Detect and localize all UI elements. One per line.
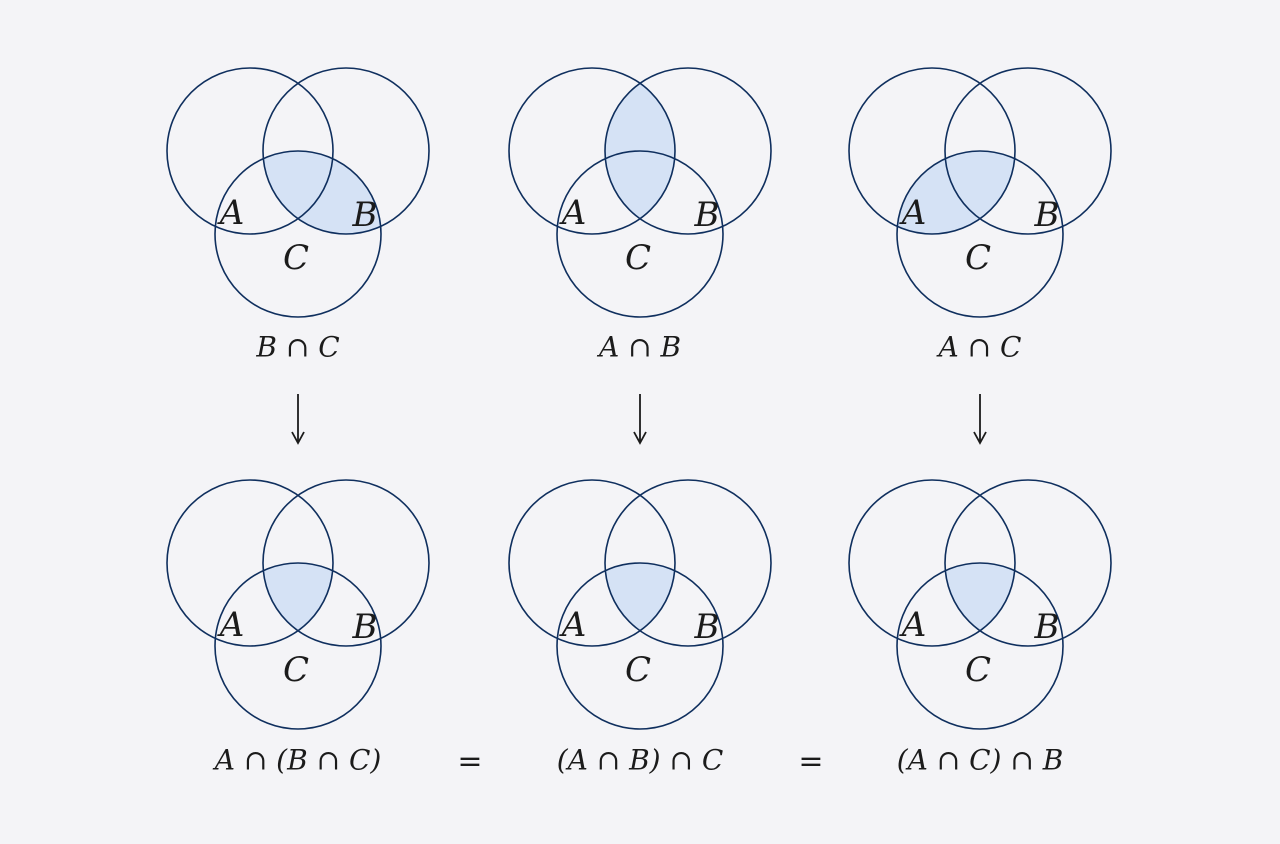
intersection-shade — [897, 563, 1015, 646]
intersection-shade — [897, 151, 1015, 234]
circle-a — [508, 67, 676, 235]
intersection-shade — [215, 563, 333, 646]
set-label-b: B — [352, 195, 378, 235]
circle-c — [214, 562, 382, 730]
circle-c — [556, 562, 724, 730]
caption-top-2: A ∩ B — [596, 331, 681, 364]
set-label-a: A — [217, 193, 245, 233]
circle-c — [556, 150, 724, 318]
set-label-b: B — [352, 607, 378, 647]
venn-bottom-2: A B C (A ∩ B) ∩ C — [508, 479, 772, 777]
caption-top-3: A ∩ C — [936, 331, 1022, 364]
set-label-b: B — [1034, 195, 1060, 235]
down-arrow-icon — [973, 394, 987, 445]
venn-top-3: A B C A ∩ C — [848, 67, 1112, 364]
circle-c — [896, 150, 1064, 318]
caption-bottom-2: (A ∩ B) ∩ C — [557, 744, 724, 777]
set-label-a: A — [559, 193, 587, 233]
set-label-b: B — [694, 195, 720, 235]
intersection-shade — [605, 68, 675, 234]
intersection-shade — [557, 563, 675, 646]
set-label-c: C — [283, 650, 309, 690]
set-label-c: C — [625, 650, 651, 690]
circle-b — [944, 479, 1112, 647]
caption-top-1: B ∩ C — [255, 331, 339, 364]
set-label-c: C — [283, 238, 309, 278]
circle-b — [262, 67, 430, 235]
down-arrow-icon — [633, 394, 647, 445]
circle-b — [604, 479, 772, 647]
set-label-a: A — [899, 193, 927, 233]
equals-sign-1: = — [457, 744, 482, 779]
venn-top-1: A B C B ∩ C — [166, 67, 430, 364]
circle-c — [214, 150, 382, 318]
caption-bottom-3: (A ∩ C) ∩ B — [897, 744, 1064, 777]
set-label-a: A — [217, 605, 245, 645]
set-label-a: A — [559, 605, 587, 645]
circle-b — [944, 67, 1112, 235]
equals-sign-2: = — [798, 744, 823, 779]
venn-bottom-1: A B C A ∩ (B ∩ C) — [166, 479, 430, 777]
circle-a — [848, 67, 1016, 235]
set-label-b: B — [1034, 607, 1060, 647]
caption-bottom-1: A ∩ (B ∩ C) — [212, 744, 382, 777]
venn-bottom-3: A B C (A ∩ C) ∩ B — [848, 479, 1112, 777]
set-label-c: C — [625, 238, 651, 278]
circle-a — [166, 67, 334, 235]
circle-b — [604, 67, 772, 235]
set-label-c: C — [965, 238, 991, 278]
down-arrow-icon — [291, 394, 305, 445]
circle-a — [166, 479, 334, 647]
set-label-a: A — [899, 605, 927, 645]
set-label-b: B — [694, 607, 720, 647]
set-label-c: C — [965, 650, 991, 690]
venn-top-2: A B C A ∩ B — [508, 67, 772, 364]
intersection-shade — [263, 151, 381, 234]
circle-b — [262, 479, 430, 647]
circle-a — [508, 479, 676, 647]
circle-a — [848, 479, 1016, 647]
circle-c — [896, 562, 1064, 730]
